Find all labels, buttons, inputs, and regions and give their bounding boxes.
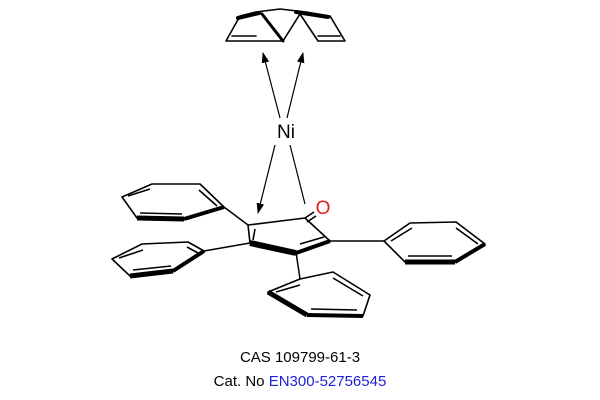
phenyl-ring-bottom [266, 271, 371, 318]
phenyl-connecting-bonds [203, 206, 384, 280]
catalog-caption: Cat. No EN300-52756545 [0, 373, 600, 390]
cas-caption: CAS 109799-61-3 [0, 349, 600, 366]
phenyl-ring-upper-left [121, 183, 225, 222]
cas-prefix: CAS [239, 349, 271, 366]
phenyl-ring-right [383, 221, 487, 265]
nickel-atom-label: Ni [277, 122, 295, 143]
catalog-prefix: Cat. No [213, 373, 265, 390]
catalog-number-link[interactable]: EN300-52756545 [268, 373, 387, 390]
cyclopentadienone-ring [247, 211, 331, 256]
cyclooctadiene-ligand [225, 8, 346, 43]
cas-number: 109799-61-3 [274, 349, 361, 366]
oxygen-atom-label: O [316, 198, 331, 219]
dative-bonds [256, 51, 306, 215]
phenyl-ring-left [111, 241, 206, 279]
